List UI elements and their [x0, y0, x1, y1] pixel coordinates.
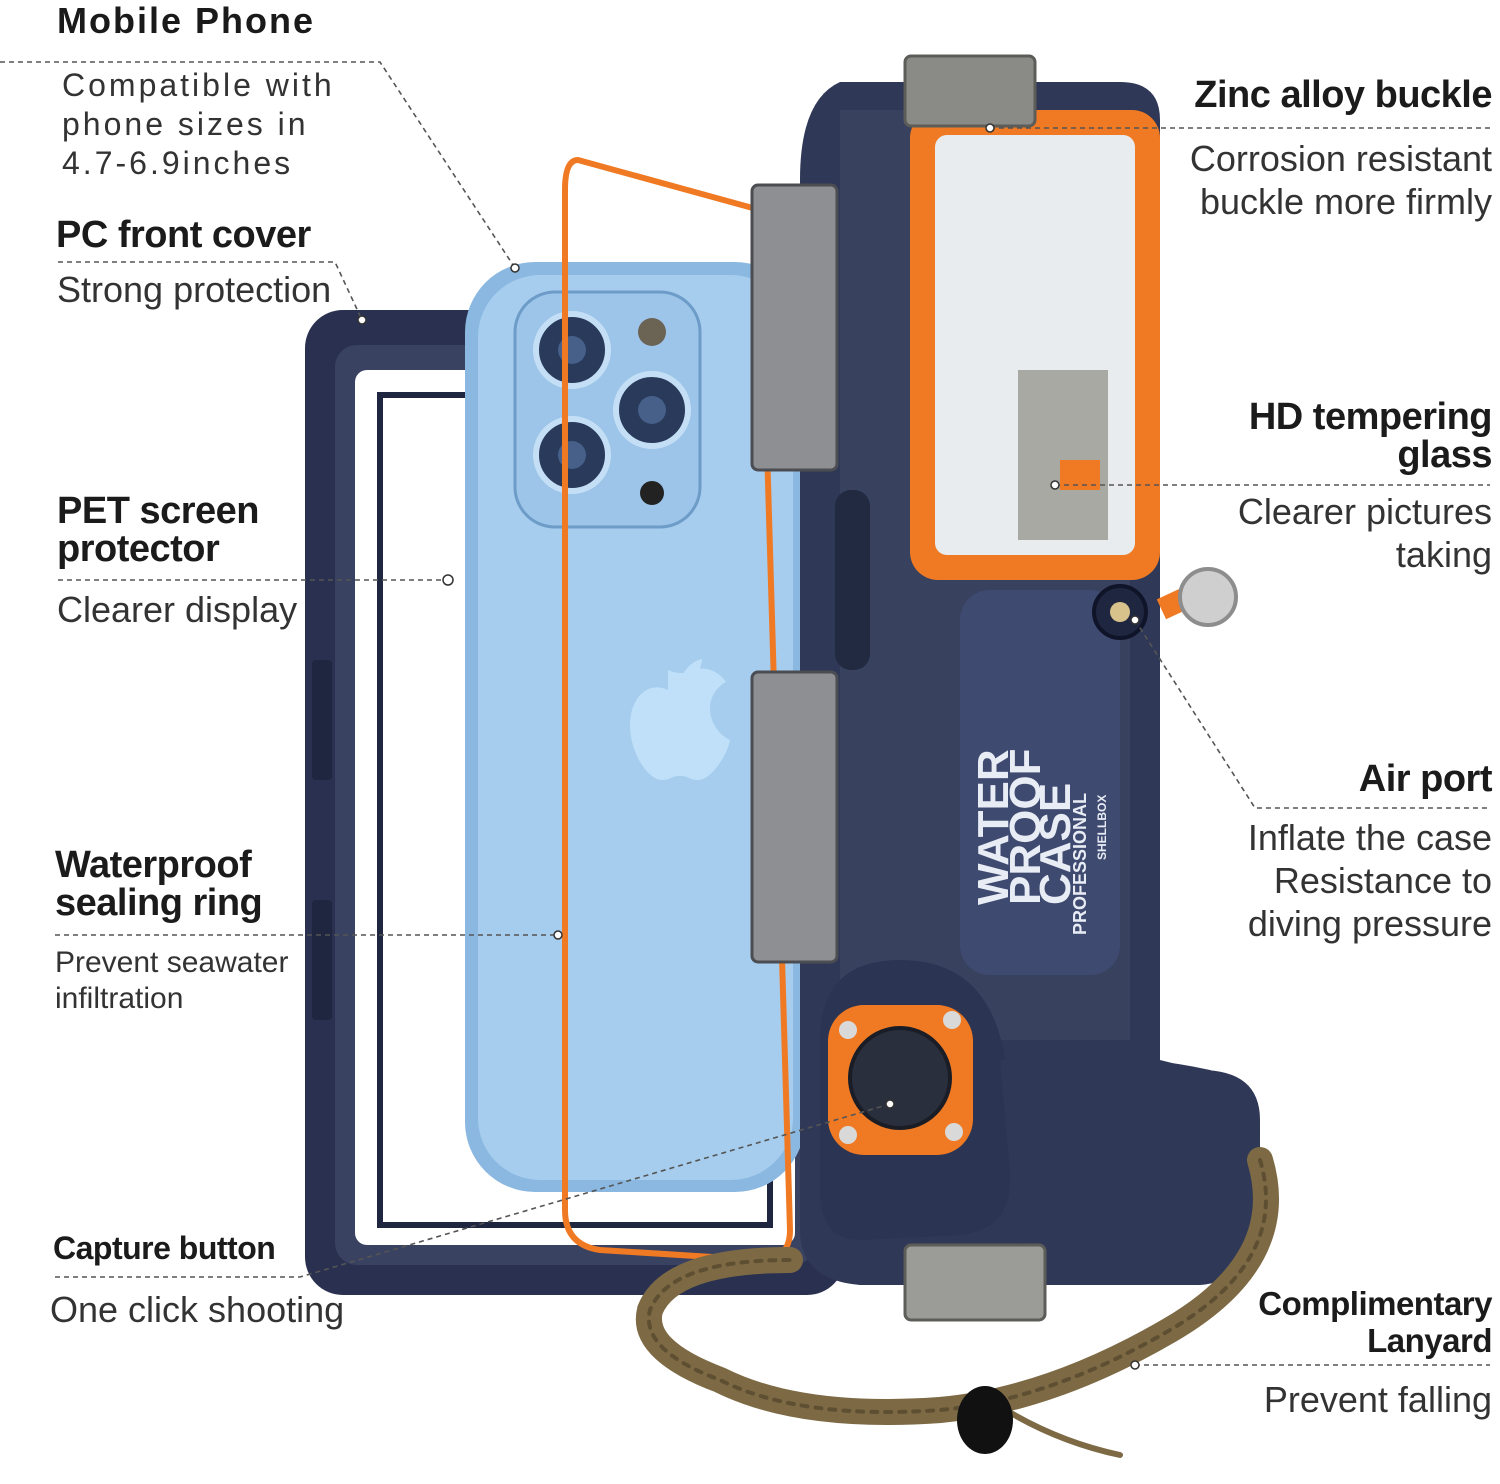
mobile-phone-title: Mobile Phone: [57, 0, 315, 41]
hd-title-line: HD tempering: [1248, 396, 1493, 438]
hd-desc-line: taking: [1395, 534, 1492, 576]
zinc-desc-line: buckle more firmly: [1199, 181, 1492, 223]
air-port-desc: Inflate the case Resistance to diving pr…: [1248, 816, 1492, 946]
lanyard-desc: Prevent falling: [1263, 1379, 1492, 1420]
air-port-title: Air port: [1358, 758, 1493, 800]
waterproof-sealing-ring-desc: Prevent seawater infiltration: [55, 945, 288, 1017]
zinc-desc-line: Corrosion resistant: [1189, 138, 1492, 179]
zinc-alloy-buckle-desc: Corrosion resistant buckle more firmly: [1190, 137, 1492, 223]
lanyard-stopper: [957, 1386, 1013, 1454]
leader-lines: [0, 61, 1490, 1366]
lanyard-title: Complimentary Lanyard: [1258, 1285, 1492, 1360]
air-desc-line: Resistance to: [1273, 860, 1492, 902]
waterproof-case-body: [750, 54, 1260, 1322]
pet-title-line: PET screen: [57, 490, 260, 532]
capture-button-title: Capture button: [53, 1230, 276, 1266]
mobile-phone-desc: Compatible with phone sizes in 4.7-6.9in…: [62, 66, 335, 183]
case-print-professional: PROFESSIONAL: [1070, 793, 1090, 935]
capture-button-desc: One click shooting: [50, 1289, 345, 1330]
pet-screen-protector-desc: Clearer display: [57, 589, 298, 630]
zinc-alloy-buckle-title: Zinc alloy buckle: [1194, 74, 1492, 116]
lanyard-title-line: Complimentary: [1258, 1285, 1492, 1322]
pet-screen-protector-title: PET screen protector: [57, 490, 260, 570]
air-desc-line: diving pressure: [1247, 903, 1492, 945]
hd-desc-line: Clearer pictures: [1237, 491, 1492, 532]
mobile-phone-desc-line: Compatible with: [62, 67, 335, 103]
sealing-desc-line: Prevent seawater: [55, 946, 289, 979]
lanyard-title-line: Lanyard: [1367, 1321, 1492, 1359]
hd-title-line: glass: [1397, 434, 1492, 476]
case-print-proof: PROOF: [1001, 749, 1050, 905]
case-print: WATER PROOF CASE PROFESSIONAL SHELLBOX: [969, 749, 1109, 935]
air-desc-line: Inflate the case: [1247, 817, 1492, 858]
case-print-case: CASE: [1031, 783, 1080, 905]
waterproof-sealing-ring-title: Waterproof sealing ring: [55, 844, 263, 924]
sealing-title-line: Waterproof: [55, 844, 252, 886]
pc-front-cover-desc: Strong protection: [57, 269, 332, 310]
pc-front-cover-title: PC front cover: [56, 214, 311, 256]
pet-title-line: protector: [57, 528, 220, 570]
mobile-phone-desc-line: phone sizes in: [62, 106, 309, 143]
mobile-phone-desc-line: 4.7-6.9inches: [62, 145, 294, 182]
sealing-desc-line: infiltration: [55, 982, 184, 1015]
case-print-brand: SHELLBOX: [1095, 795, 1109, 860]
hd-tempering-glass-title: HD tempering glass: [1248, 396, 1493, 476]
sealing-title-line: sealing ring: [55, 882, 263, 924]
hd-tempering-glass-desc: Clearer pictures taking: [1238, 490, 1492, 576]
mobile-phone-back: [465, 262, 805, 1192]
leader-dots: [357, 123, 1140, 1370]
case-print-water: WATER: [969, 749, 1018, 905]
